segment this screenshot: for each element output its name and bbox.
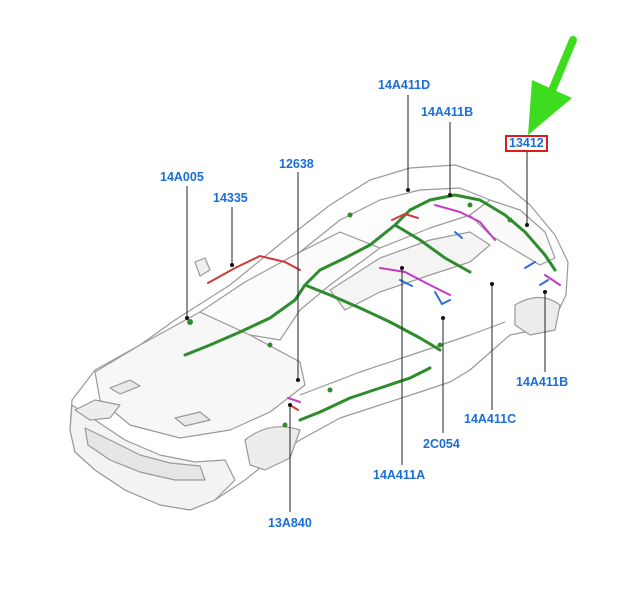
callout-14A411B-right[interactable]: 14A411B bbox=[516, 375, 569, 389]
leader-dots bbox=[185, 188, 547, 407]
leader-lines bbox=[186, 95, 546, 512]
callout-13A840[interactable]: 13A840 bbox=[268, 516, 312, 530]
callout-13412-highlighted[interactable]: 13412 bbox=[505, 135, 548, 152]
callout-2C054[interactable]: 2C054 bbox=[423, 437, 460, 451]
callout-14A411C[interactable]: 14A411C bbox=[464, 412, 517, 426]
pointer-arrow-icon bbox=[528, 36, 577, 135]
car-body bbox=[69, 164, 569, 511]
callout-14A411B-top[interactable]: 14A411B bbox=[421, 105, 474, 119]
callout-14A411D[interactable]: 14A411D bbox=[378, 78, 431, 92]
connectors bbox=[187, 202, 513, 428]
callout-14335[interactable]: 14335 bbox=[213, 191, 248, 205]
harness-main bbox=[183, 193, 557, 422]
callout-14A411A[interactable]: 14A411A bbox=[373, 468, 426, 482]
callout-12638[interactable]: 12638 bbox=[279, 157, 314, 171]
harness-magenta bbox=[287, 204, 561, 403]
callout-14A005[interactable]: 14A005 bbox=[160, 170, 204, 184]
